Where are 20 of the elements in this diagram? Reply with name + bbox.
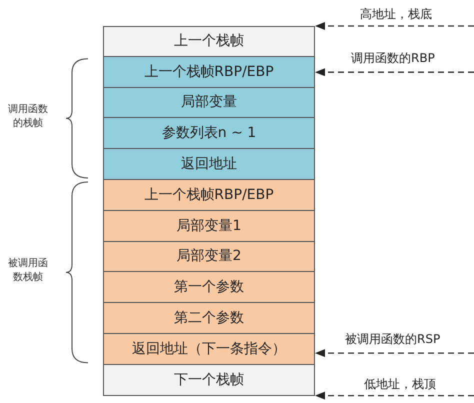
stack-frame-cell: 局部变量 xyxy=(103,86,315,118)
brace-label: 调用函数的栈帧 xyxy=(7,103,49,132)
arrow xyxy=(315,68,474,76)
brace-label: 被调用函数栈帧 xyxy=(7,257,49,286)
stack-frame-cell: 上一个栈帧RBP/EBP xyxy=(103,179,315,211)
stack-frame-cell: 下一个栈帧 xyxy=(103,364,315,396)
stack-frame-cell: 上一个栈帧RBP/EBP xyxy=(103,56,315,88)
arrow xyxy=(315,22,474,30)
stack-frame-cell: 第一个参数 xyxy=(103,271,315,304)
stack-frame-cell: 返回地址（下一条指令） xyxy=(103,333,315,365)
arrow xyxy=(315,392,474,400)
edge-label: 低地址，栈顶 xyxy=(362,376,438,393)
stack-frame-cell: 第二个参数 xyxy=(103,302,315,334)
arrow xyxy=(315,349,474,358)
stack-frame-cell: 局部变量2 xyxy=(103,240,315,272)
stack-frame-cell: 参数列表n ~ 1 xyxy=(103,117,315,150)
stack-frame-cell: 局部变量1 xyxy=(103,210,315,242)
stack-frame-cell: 返回地址 xyxy=(103,148,315,180)
stack-frame-cell: 上一个栈帧 xyxy=(103,26,315,57)
edge-label: 高地址，栈底 xyxy=(358,6,434,23)
